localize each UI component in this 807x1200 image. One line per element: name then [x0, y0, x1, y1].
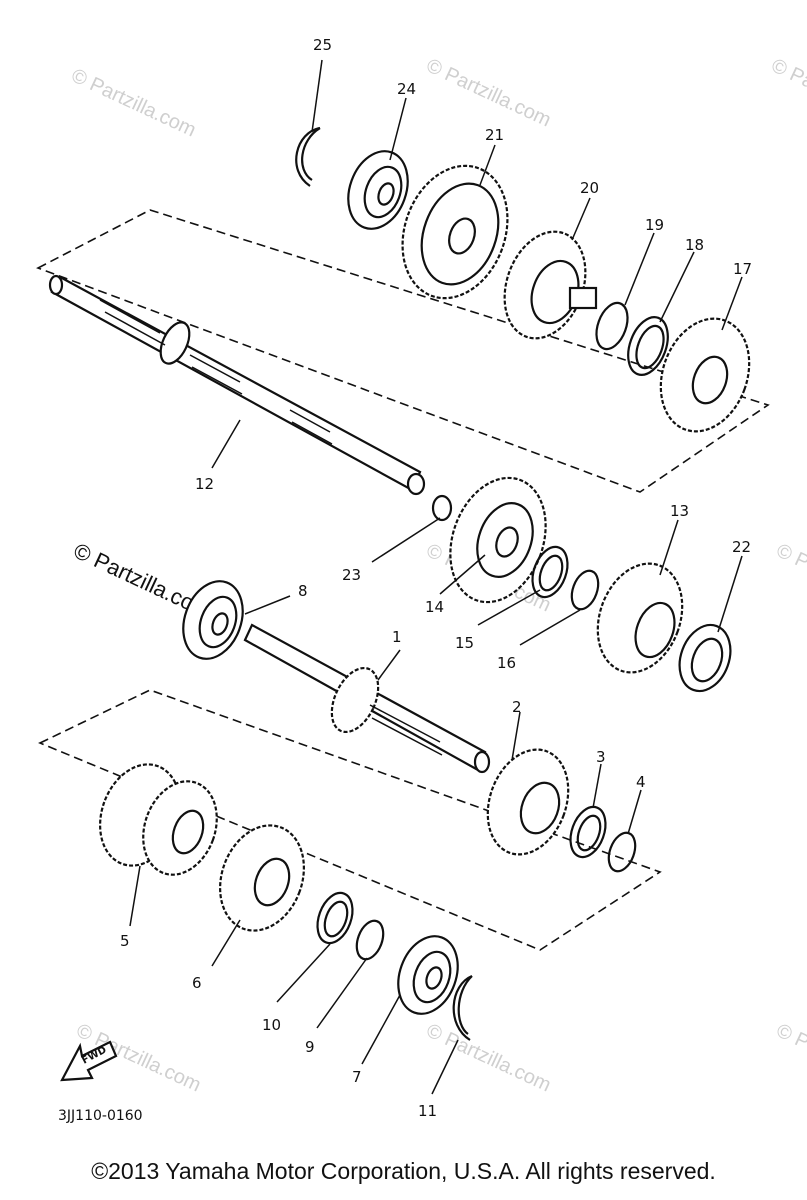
circlip-16: [570, 569, 600, 611]
part-label-15: 15: [455, 634, 474, 652]
gear-20: [503, 230, 598, 340]
copyright-notice: ©2013 Yamaha Motor Corporation, U.S.A. A…: [91, 1158, 716, 1184]
circlip-19: [595, 301, 629, 351]
watermark-text: © Partzilla.com: [773, 1020, 807, 1097]
part-label-9: 9: [305, 1038, 315, 1056]
gear-2: [486, 748, 570, 856]
washer-10: [316, 891, 354, 945]
watermark-text: © Partzilla.com: [773, 540, 807, 617]
circlip-25: [295, 126, 321, 187]
part-label-16: 16: [497, 654, 516, 672]
part-label-11: 11: [418, 1102, 437, 1120]
part-label-24: 24: [397, 80, 416, 98]
diagram-code: 3JJ110-0160: [58, 1108, 143, 1124]
part-label-17: 17: [733, 260, 752, 278]
part-label-7: 7: [352, 1068, 362, 1086]
main-axle-12: [48, 274, 426, 496]
part-label-20: 20: [580, 179, 599, 197]
washer-15: [531, 545, 569, 599]
watermark-text: © Partzilla.com: [423, 1020, 554, 1097]
washer-3: [569, 805, 607, 859]
gear-21: [401, 164, 509, 300]
circlip-9: [355, 919, 385, 961]
bearing-24: [347, 150, 409, 230]
part-label-18: 18: [685, 236, 704, 254]
gear-5: [99, 763, 218, 876]
watermark-text: © Partzilla.com: [68, 65, 199, 142]
part-label-19: 19: [645, 216, 664, 234]
part-label-21: 21: [485, 126, 504, 144]
part-label-4: 4: [636, 773, 646, 791]
bearing-8: [182, 580, 244, 660]
part-label-2: 2: [512, 698, 522, 716]
bearing-7: [397, 935, 459, 1015]
part-label-3: 3: [596, 748, 606, 766]
gear-13: [596, 562, 684, 674]
part-label-8: 8: [298, 582, 308, 600]
drive-axle-1: [243, 623, 491, 774]
part-label-13: 13: [670, 502, 689, 520]
part-labels: 25 24 21 20 19 18 17 12 23 13 22 14 15 1…: [120, 36, 752, 1120]
part-label-14: 14: [425, 598, 444, 616]
bushing-23: [431, 494, 453, 522]
gear-17: [659, 317, 751, 433]
part-label-23: 23: [342, 566, 361, 584]
part-label-6: 6: [192, 974, 202, 992]
part-label-25: 25: [313, 36, 332, 54]
fwd-arrow-icon: FWD: [60, 1040, 118, 1082]
part-label-12: 12: [195, 475, 214, 493]
lower-assembly-outline: [38, 689, 662, 951]
part-label-1: 1: [392, 628, 402, 646]
washer-18: [627, 316, 669, 376]
leader-lines: [129, 59, 743, 1095]
circlip-4: [607, 831, 637, 873]
watermark-text: © Partzilla.com: [768, 55, 807, 132]
watermark-text: © Partzilla.com: [423, 55, 554, 132]
upper-assembly-outline: [36, 209, 770, 493]
bearing-22: [678, 623, 732, 693]
part-label-5: 5: [120, 932, 130, 950]
gear-6: [219, 824, 305, 932]
part-label-22: 22: [732, 538, 751, 556]
part-label-10: 10: [262, 1016, 281, 1034]
circlip-11: [452, 974, 473, 1041]
